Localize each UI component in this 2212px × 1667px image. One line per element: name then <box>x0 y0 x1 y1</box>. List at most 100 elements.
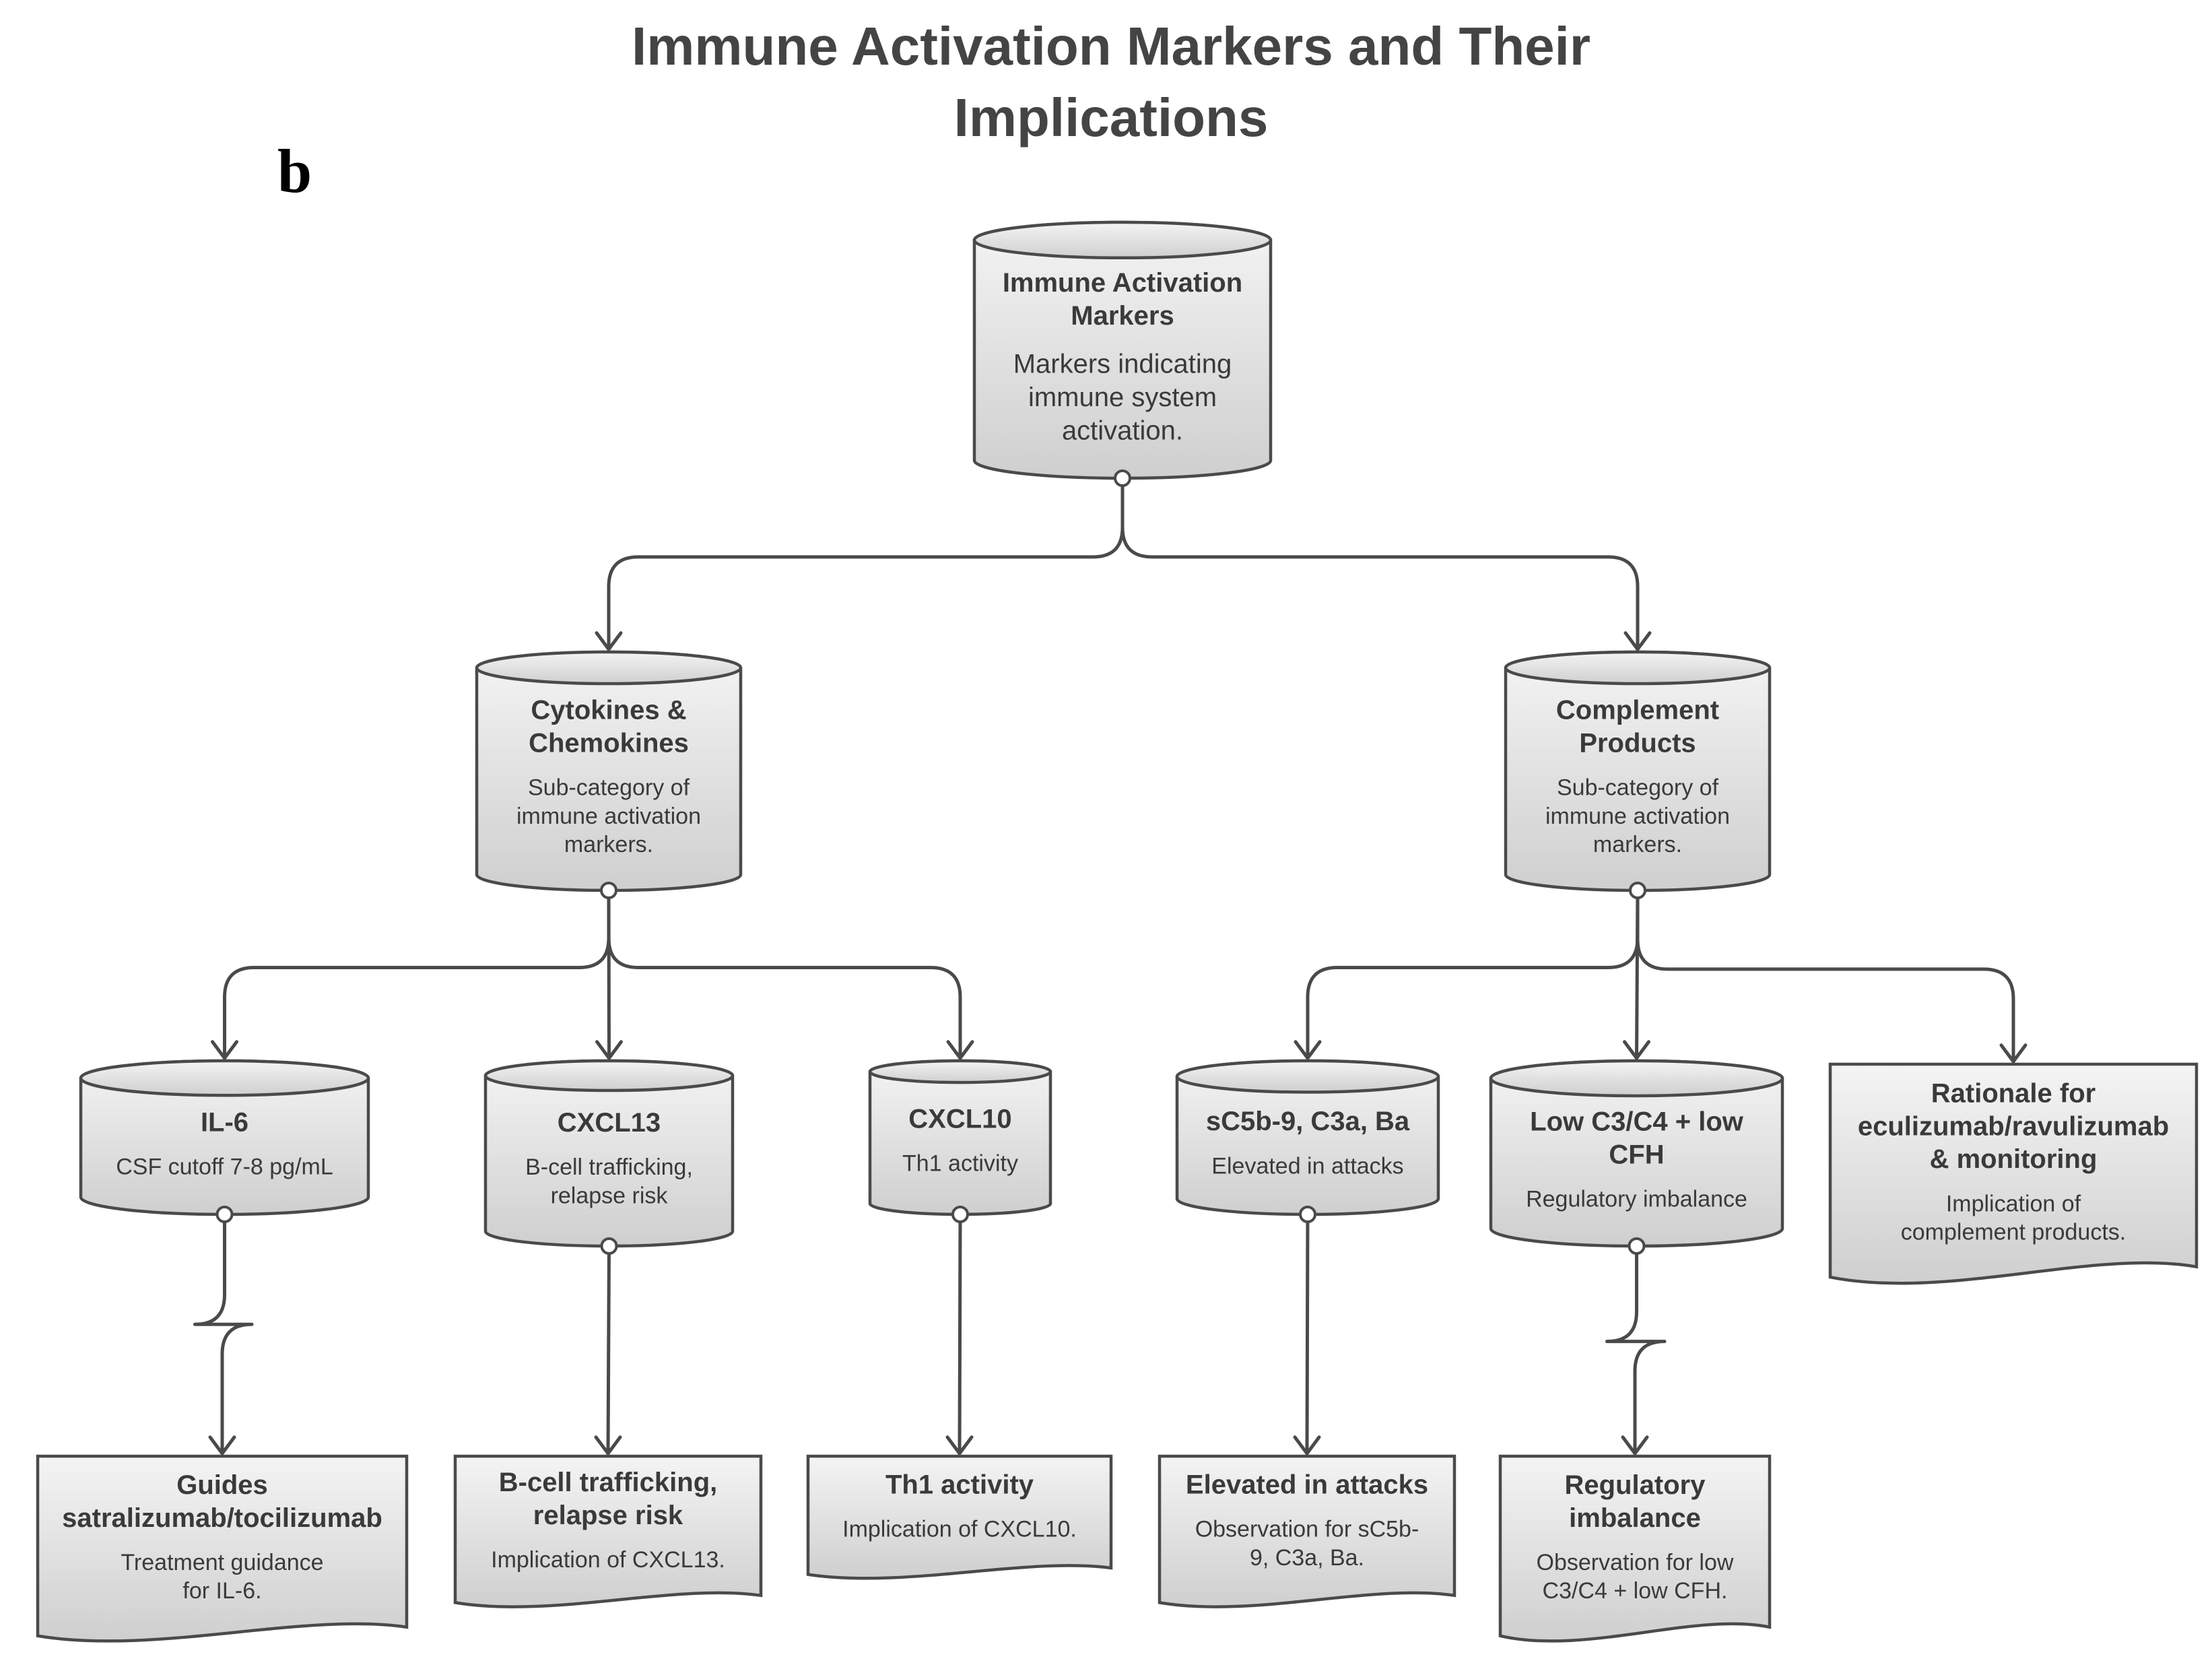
cylinder-top <box>475 650 743 686</box>
node-description: for IL-6. <box>182 1578 261 1604</box>
node-title: eculizumab/ravulizumab <box>1858 1111 2169 1141</box>
node-title: CFH <box>1609 1140 1664 1169</box>
edge-root-to-cytokines <box>607 476 1125 651</box>
node-description: markers. <box>564 832 653 857</box>
arrowhead-icon <box>1621 1435 1649 1456</box>
node-sc5b9: sC5b-9, C3a, Ba Elevated in attacks <box>1175 1059 1440 1216</box>
document-body <box>1158 1454 1456 1608</box>
edges-layer <box>193 476 2027 1456</box>
cylinder-top <box>1175 1059 1440 1094</box>
edge-sc5b9-to-sc5b9_impl <box>1305 1212 1310 1456</box>
connector-port-cxcl13 <box>600 1237 618 1255</box>
arrowhead-icon <box>1293 1435 1321 1456</box>
node-title: Products <box>1579 729 1696 758</box>
node-title: Immune Activation <box>1003 268 1242 298</box>
node-title: IL-6 <box>201 1107 248 1137</box>
node-il6_impl: Guidessatralizumab/tocilizumabTreatment … <box>36 1454 409 1643</box>
connector-port-complement <box>1629 882 1646 899</box>
node-title: satralizumab/tocilizumab <box>62 1503 382 1533</box>
node-title: Elevated in attacks <box>1186 1470 1428 1499</box>
node-description: markers. <box>1593 832 1682 857</box>
connector-port-sc5b9 <box>1299 1206 1316 1223</box>
arrowhead-icon <box>945 1435 974 1456</box>
document-body <box>1498 1454 1772 1643</box>
cylinder-top <box>1504 650 1772 686</box>
node-description: Implication of CXCL10. <box>842 1517 1077 1542</box>
node-description: immune activation <box>516 804 701 829</box>
node-title: & monitoring <box>1930 1144 2098 1174</box>
cylinder-top <box>868 1059 1052 1084</box>
node-title: Markers <box>1071 301 1174 331</box>
node-description: complement products. <box>1901 1220 2126 1245</box>
edge-cytokines-to-il6 <box>223 888 611 1060</box>
node-description: C3/C4 + low CFH. <box>1543 1578 1728 1604</box>
document-body <box>1828 1062 2199 1285</box>
node-description: Sub-category of <box>528 775 690 801</box>
edge-root-to-complement <box>1120 476 1640 651</box>
node-description: relapse risk <box>551 1183 669 1208</box>
node-title: CXCL13 <box>558 1108 661 1138</box>
connector-port-cxcl10 <box>951 1206 969 1223</box>
arrowhead-icon <box>595 631 623 651</box>
node-title: sC5b-9, C3a, Ba <box>1206 1107 1410 1136</box>
arrowhead-icon <box>208 1435 236 1456</box>
document-body <box>36 1454 409 1643</box>
panel-label: b <box>277 137 312 205</box>
node-description: Regulatory imbalance <box>1526 1187 1747 1212</box>
document-body <box>453 1454 763 1608</box>
node-description: Elevated in attacks <box>1211 1153 1403 1179</box>
diagram-title-line-1: Immune Activation Markers and Their <box>632 16 1590 76</box>
node-description: Th1 activity <box>902 1151 1018 1177</box>
node-description: immune system <box>1028 383 1217 412</box>
edge-il6-to-il6_impl <box>193 1212 254 1456</box>
node-description: activation. <box>1062 416 1183 446</box>
edge-cytokines-to-cxcl10 <box>607 888 962 1060</box>
edge-complement-to-sc5b9 <box>1306 888 1640 1060</box>
node-description: CSF cutoff 7-8 pg/mL <box>116 1154 333 1179</box>
node-title: Th1 activity <box>885 1470 1034 1500</box>
node-title: Guides <box>176 1470 268 1500</box>
node-description: Treatment guidance <box>121 1550 323 1575</box>
node-description: Observation for low <box>1537 1550 1734 1575</box>
ports-layer <box>215 469 1646 1255</box>
connector-port-cytokines <box>600 882 617 899</box>
node-description: Markers indicating <box>1013 349 1232 379</box>
node-title: relapse risk <box>533 1501 683 1530</box>
node-description: Observation for sC5b- <box>1195 1517 1419 1542</box>
arrowhead-icon <box>594 1435 622 1456</box>
cylinder-top <box>1489 1059 1784 1098</box>
arrowhead-icon <box>1999 1043 2027 1064</box>
arrowhead-icon <box>946 1040 974 1060</box>
cylinder-top <box>79 1059 370 1097</box>
diagram-title-line-2: Implications <box>954 88 1269 148</box>
node-title: CXCL10 <box>908 1105 1011 1134</box>
node-description: B-cell trafficking, <box>525 1154 693 1180</box>
node-description: immune activation <box>1545 804 1730 829</box>
node-description: 9, C3a, Ba. <box>1250 1545 1364 1571</box>
node-title: Complement <box>1556 696 1719 725</box>
arrowhead-icon <box>1294 1040 1322 1060</box>
cylinder-top <box>483 1059 735 1092</box>
node-title: B-cell trafficking, <box>499 1468 718 1497</box>
arrowhead-icon <box>1623 631 1652 651</box>
node-title: Regulatory <box>1565 1470 1706 1500</box>
node-title: imbalance <box>1569 1503 1701 1533</box>
arrowhead-icon <box>1623 1040 1650 1060</box>
node-title: Cytokines & <box>531 696 686 725</box>
node-cxcl13_impl: B-cell trafficking, relapse riskImplicati… <box>453 1454 763 1608</box>
node-title: Chemokines <box>529 729 689 758</box>
node-description: Implication of CXCL13. <box>491 1547 725 1573</box>
connector-port-il6 <box>215 1206 234 1223</box>
arrowhead-icon <box>211 1040 238 1060</box>
